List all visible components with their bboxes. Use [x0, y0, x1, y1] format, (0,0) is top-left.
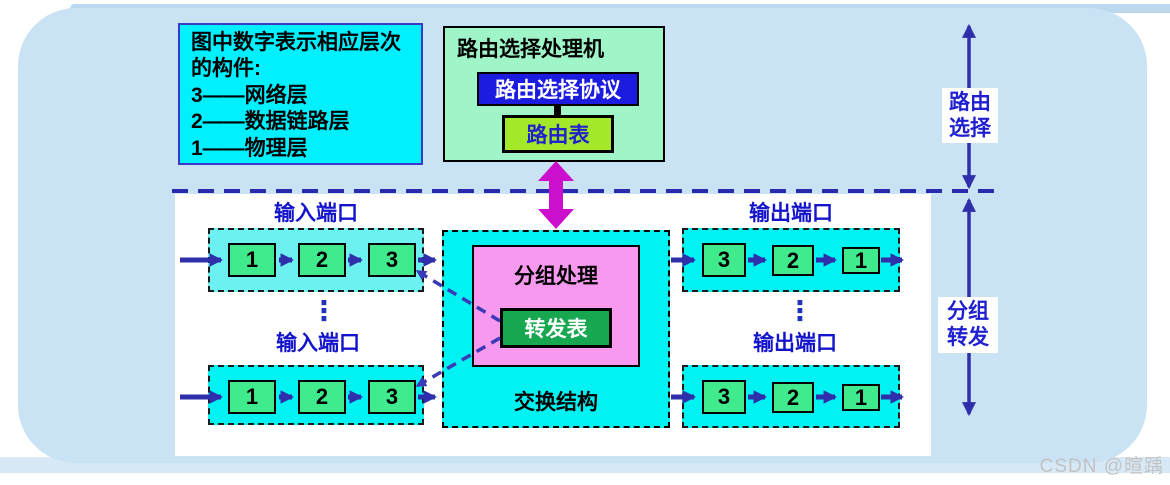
- output-ports-ellipsis: ⋮: [786, 296, 814, 326]
- input-layer-box-physical: 1: [228, 243, 276, 277]
- output-layer-box-physical: 1: [842, 247, 880, 274]
- legend-line: 图中数字表示相应层次: [191, 31, 401, 54]
- watermark: CSDN @暄踽: [1039, 456, 1164, 477]
- input-layer-box-network: 3: [368, 380, 416, 414]
- output-ports-label-bottom: 输出端口: [753, 332, 837, 355]
- packet-processing-title: 分组处理: [514, 265, 598, 288]
- routing-processor-title: 路由选择处理机: [457, 38, 604, 61]
- output-ports-label-top: 输出端口: [749, 202, 833, 225]
- legend-line: 2——数据链路层: [191, 110, 350, 134]
- legend-line: 3——网络层: [191, 83, 308, 107]
- input-ports-label-top: 输入端口: [274, 202, 358, 225]
- input-layer-box-datalink: 2: [298, 380, 346, 414]
- output-layer-box-network: 3: [702, 380, 746, 414]
- input-layer-box-physical: 1: [228, 380, 276, 414]
- input-ports-ellipsis: ⋮: [310, 296, 338, 326]
- forwarding-table-box: 转发表: [500, 308, 612, 348]
- protocol-table-connector: [554, 105, 561, 116]
- input-layer-box-datalink: 2: [298, 243, 346, 277]
- input-ports-label-bottom: 输入端口: [276, 332, 360, 355]
- packet-processing-box: 分组处理 转发表: [472, 245, 640, 367]
- output-layer-box-datalink: 2: [772, 245, 814, 276]
- switching-fabric-label: 交换结构: [514, 391, 598, 414]
- legend-line: 1——物理层: [191, 136, 308, 160]
- output-layer-box-physical: 1: [842, 384, 880, 411]
- routing-table-box: 路由表: [502, 115, 614, 153]
- output-layer-box-datalink: 2: [772, 382, 814, 413]
- legend-line: 的构件:: [191, 57, 261, 81]
- routing-processor-box: 路由选择处理机 路由选择协议 路由表: [443, 26, 665, 162]
- output-layer-box-network: 3: [702, 243, 746, 277]
- routing-section-label: 路由 选择: [942, 88, 998, 143]
- forwarding-section-label: 分组 转发: [938, 297, 998, 353]
- input-layer-box-network: 3: [368, 243, 416, 277]
- legend-box: 图中数字表示相应层次 的构件: 3——网络层 2——数据链路层 1——物理层: [178, 23, 423, 165]
- switching-fabric-box: 分组处理 转发表 交换结构: [442, 230, 670, 428]
- routing-protocol-box: 路由选择协议: [477, 72, 639, 106]
